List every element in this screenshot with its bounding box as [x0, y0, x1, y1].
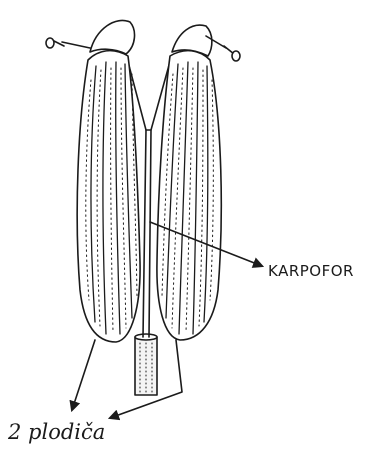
mericarps-label: 2 plodiča [8, 420, 105, 444]
left-mericarp [46, 20, 140, 342]
stalk-base [135, 334, 157, 395]
right-mericarp [157, 25, 240, 340]
carpophore-label: KARPOFOR [268, 262, 354, 280]
mericarps-arrows [72, 340, 182, 418]
